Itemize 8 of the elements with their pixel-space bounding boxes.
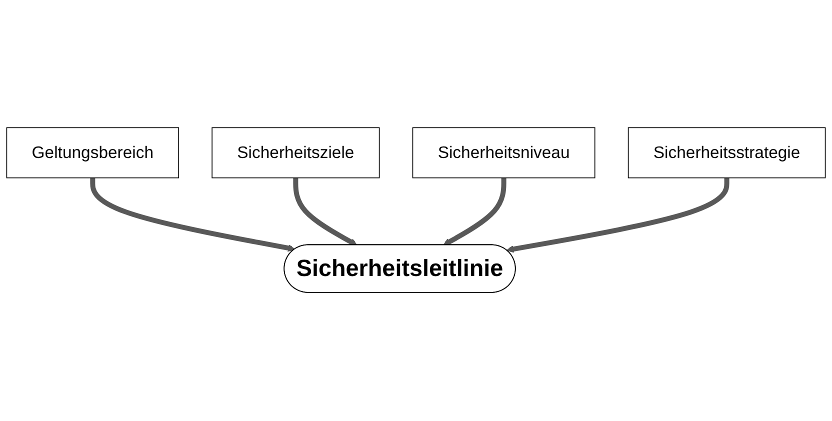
node-box: Sicherheitsstrategie [628, 128, 826, 179]
arrow [293, 178, 358, 246]
arrow [506, 178, 730, 254]
node-box: Sicherheitsziele [212, 128, 380, 179]
arrow [443, 178, 506, 246]
node-box: Sicherheitsniveau [412, 128, 596, 179]
arrow [90, 178, 296, 252]
node-box: Geltungsbereich [6, 128, 180, 179]
